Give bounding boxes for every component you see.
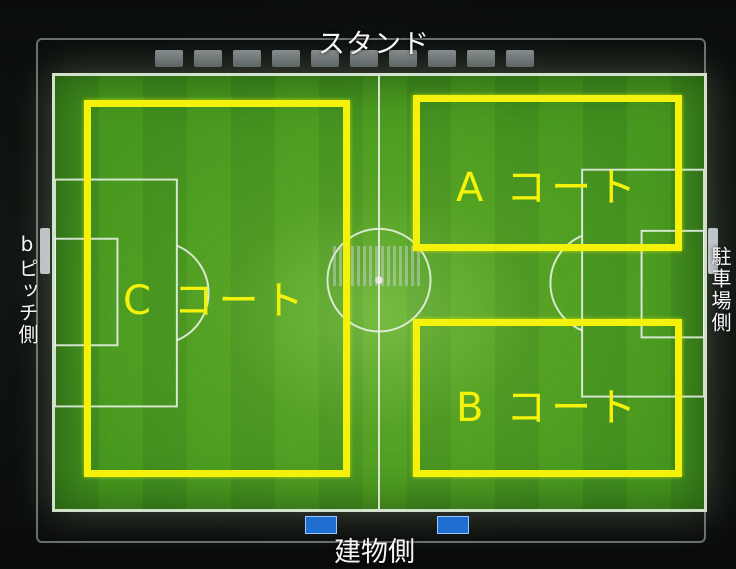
label-right-parking: 駐車場側 bbox=[708, 246, 732, 334]
stand-seating bbox=[155, 50, 550, 72]
court-c-label: C コート bbox=[123, 278, 309, 324]
right-penalty-area bbox=[581, 168, 704, 398]
team-bench-right bbox=[437, 516, 469, 534]
court-b-label: B コート bbox=[456, 385, 642, 431]
stand-block bbox=[233, 50, 261, 67]
left-penalty-area bbox=[55, 178, 178, 408]
right-goal-area bbox=[640, 229, 704, 339]
stand-block bbox=[155, 50, 183, 67]
court-a-label: A コート bbox=[456, 165, 642, 211]
left-goal bbox=[40, 228, 50, 274]
stand-block bbox=[506, 50, 534, 67]
court-b-outline bbox=[413, 319, 682, 477]
stand-block bbox=[389, 50, 417, 67]
team-bench-left bbox=[305, 516, 337, 534]
center-spot bbox=[375, 276, 383, 285]
stand-block bbox=[194, 50, 222, 67]
stand-block bbox=[467, 50, 495, 67]
label-left-b-pitch: bピッチ側 bbox=[15, 232, 39, 346]
stand-block bbox=[311, 50, 339, 67]
label-top-stands: スタンド bbox=[318, 29, 430, 60]
court-a-outline bbox=[413, 95, 682, 251]
right-goal bbox=[708, 228, 718, 274]
label-bottom-building: 建物側 bbox=[334, 537, 415, 568]
center-circle bbox=[326, 227, 432, 333]
soccer-field bbox=[52, 73, 707, 512]
stand-block bbox=[350, 50, 378, 67]
stand-block bbox=[428, 50, 456, 67]
court-c-outline bbox=[84, 100, 350, 477]
stand-block bbox=[272, 50, 300, 67]
left-penalty-arc bbox=[176, 244, 210, 342]
